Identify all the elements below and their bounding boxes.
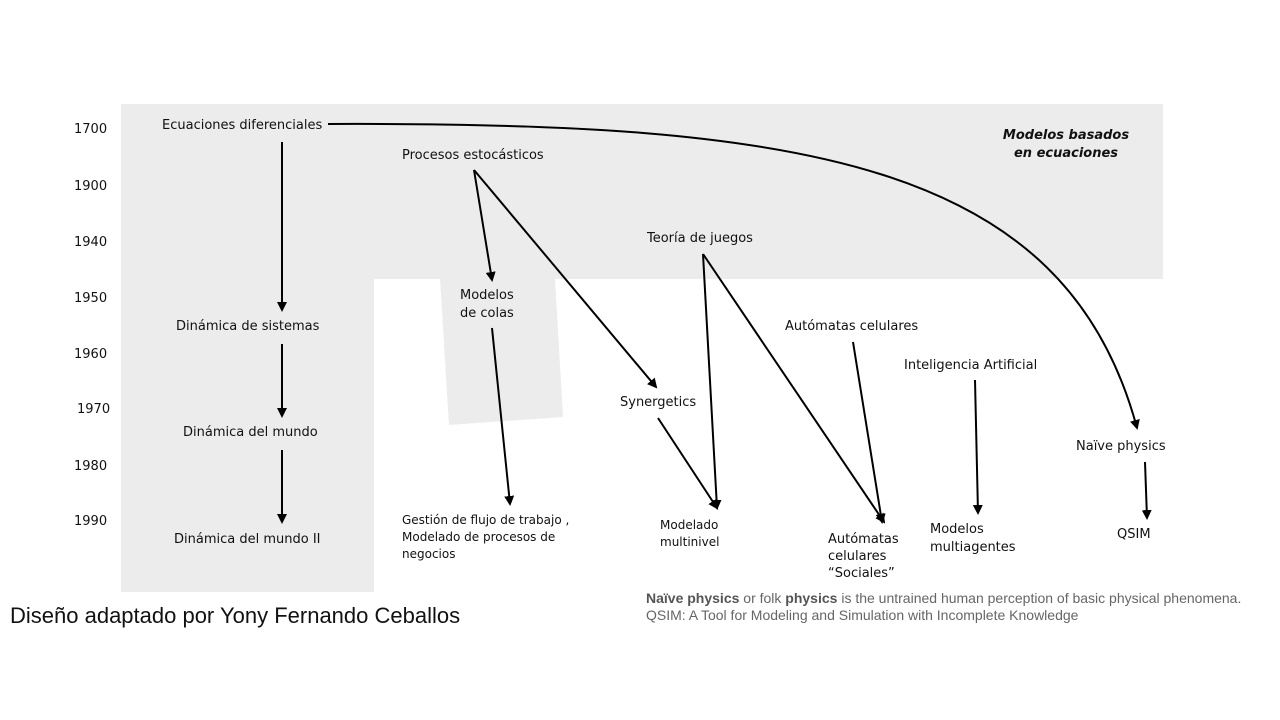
year-label: 1960 xyxy=(74,347,108,362)
node-naive-physics: Naïve physics xyxy=(1076,439,1166,454)
node-line: Modelado xyxy=(660,518,719,532)
credit-text: Diseño adaptado por Yony Fernando Ceball… xyxy=(10,603,461,628)
node-line: multinivel xyxy=(660,535,720,549)
year-label: 1980 xyxy=(74,459,108,474)
node-automatas-sociales: Autómatas celulares “Sociales” xyxy=(828,531,899,582)
node-teoria-juegos: Teoría de juegos xyxy=(647,231,753,246)
node-line: Modelado de procesos de xyxy=(402,530,556,544)
node-line: Modelos xyxy=(930,522,984,537)
arrow-automatas-to-automatas-sociales xyxy=(852,341,886,524)
node-inteligencia-artificial: Inteligencia Artificial xyxy=(904,358,1038,373)
region-label-line: en ecuaciones xyxy=(1013,146,1119,161)
region-label-line: Modelos basados xyxy=(1002,128,1130,143)
year-label: 1970 xyxy=(77,402,111,417)
year-label: 1940 xyxy=(74,235,108,250)
node-procesos-estocasticos: Procesos estocásticos xyxy=(402,148,544,163)
arrow-ecuaciones-to-naive xyxy=(327,122,1140,430)
note-naive-physics: Naïve physics or folk physics is the unt… xyxy=(646,590,1241,606)
year-label: 1700 xyxy=(74,122,108,137)
node-dinamica-mundo-ii: Dinámica del mundo II xyxy=(174,532,321,547)
arrow-inteligencia-to-multiagentes xyxy=(972,379,983,515)
node-line: negocios xyxy=(402,547,456,561)
arrow-teoria-to-automatas-sociales xyxy=(702,253,886,524)
node-dinamica-mundo: Dinámica del mundo xyxy=(183,425,318,440)
node-line: de colas xyxy=(460,306,514,321)
arrow-colas-to-gestion xyxy=(491,327,515,506)
node-synergetics: Synergetics xyxy=(620,395,697,410)
node-line: Gestión de flujo de trabajo , xyxy=(402,513,570,527)
note-text: is the untrained human perception of bas… xyxy=(837,590,1242,606)
region-label: Modelos basados en ecuaciones xyxy=(1000,127,1132,163)
note-text: or folk xyxy=(739,590,786,606)
note-qsim: QSIM: A Tool for Modeling and Simulation… xyxy=(646,607,1079,623)
node-line: Modelos xyxy=(460,288,514,303)
arrow-procesos-to-synergetics xyxy=(473,169,658,389)
node-modelos-colas: Modelos de colas xyxy=(460,287,514,323)
note-term: Naïve physics xyxy=(646,590,740,606)
year-label: 1900 xyxy=(74,179,108,194)
arrow-naive-to-qsim xyxy=(1141,461,1152,520)
arrow-procesos-to-colas xyxy=(473,169,496,282)
node-line: celulares xyxy=(828,549,887,564)
node-line: “Sociales” xyxy=(828,566,895,581)
node-dinamica-sistemas: Dinámica de sistemas xyxy=(176,319,320,334)
node-modelos-multiagentes: Modelos multiagentes xyxy=(930,521,1016,557)
year-label: 1950 xyxy=(74,291,108,306)
arrow-teoria-to-multinivel xyxy=(702,253,722,510)
node-gestion-flujo: Gestión de flujo de trabajo , Modelado d… xyxy=(402,512,569,563)
node-ecuaciones-diferenciales: Ecuaciones diferenciales xyxy=(162,118,323,133)
year-label: 1990 xyxy=(74,514,108,529)
node-line: multiagentes xyxy=(930,540,1016,555)
equation-based-region xyxy=(121,104,1163,592)
node-automatas-celulares: Autómatas celulares xyxy=(785,319,919,334)
node-line: Autómatas xyxy=(828,532,899,547)
arrow-synergetics-to-multinivel xyxy=(657,417,719,510)
node-modelado-multinivel: Modelado multinivel xyxy=(660,517,719,551)
node-qsim: QSIM xyxy=(1117,527,1151,542)
note-term: physics xyxy=(785,590,838,606)
